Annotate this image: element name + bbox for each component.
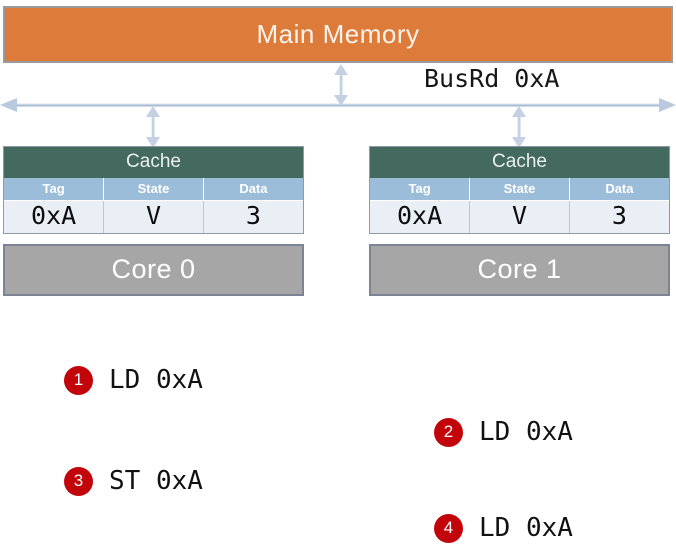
table-row: 0xA V 3 (370, 200, 669, 233)
table-header-row: Tag State Data (4, 177, 303, 201)
cache1-block: Cache Tag State Data 0xA V 3 (369, 146, 670, 234)
cache1-data-value: 3 (568, 200, 669, 233)
node-core1: Cache Tag State Data 0xA V 3 Core 1 (369, 146, 670, 296)
core1-label: Core 1 (477, 254, 562, 285)
cache1-col-data: Data (568, 177, 669, 201)
cache1-table: Tag State Data 0xA V 3 (370, 177, 669, 233)
cache0-tag-value: 0xA (4, 200, 105, 233)
cache1-col-tag: Tag (370, 177, 471, 201)
cache0-data-value: 3 (202, 200, 303, 233)
step-3-text: ST 0xA (109, 466, 203, 496)
table-row: 0xA V 3 (4, 200, 303, 233)
step-2: 2 LD 0xA (434, 417, 573, 447)
cache1-state-value: V (469, 200, 570, 233)
step-3: 3 ST 0xA (64, 466, 203, 496)
step-4-text: LD 0xA (479, 513, 573, 543)
core0-block: Core 0 (3, 243, 304, 296)
cache1-tag-value: 0xA (370, 200, 471, 233)
cache0-title: Cache (4, 147, 303, 178)
cache0-col-tag: Tag (4, 177, 105, 201)
step-3-badge: 3 (64, 466, 93, 496)
step-4: 4 LD 0xA (434, 513, 573, 543)
cache1-bus-connector-arrow (512, 106, 526, 148)
cache0-table: Tag State Data 0xA V 3 (4, 177, 303, 233)
main-memory-block: Main Memory (3, 6, 673, 63)
step-2-text: LD 0xA (479, 417, 573, 447)
cache0-col-state: State (103, 177, 204, 201)
step-1-text: LD 0xA (109, 365, 203, 395)
node-core0: Cache Tag State Data 0xA V 3 Core 0 (3, 146, 304, 296)
cache0-bus-connector-arrow (146, 106, 160, 148)
cache0-block: Cache Tag State Data 0xA V 3 (3, 146, 304, 234)
core1-block: Core 1 (369, 243, 670, 296)
step-1: 1 LD 0xA (64, 365, 203, 395)
main-memory-label: Main Memory (256, 19, 420, 49)
cache1-title: Cache (370, 147, 669, 178)
interconnect-bus (0, 98, 676, 112)
cache0-col-data: Data (202, 177, 303, 201)
memory-bus-connector-arrow (334, 64, 348, 106)
core0-label: Core 0 (111, 254, 196, 285)
cache0-state-value: V (103, 200, 204, 233)
cache1-col-state: State (469, 177, 570, 201)
step-4-badge: 4 (434, 513, 463, 543)
step-1-badge: 1 (64, 365, 93, 395)
bus-message-label: BusRd 0xA (424, 64, 560, 93)
table-header-row: Tag State Data (370, 177, 669, 201)
step-2-badge: 2 (434, 417, 463, 447)
